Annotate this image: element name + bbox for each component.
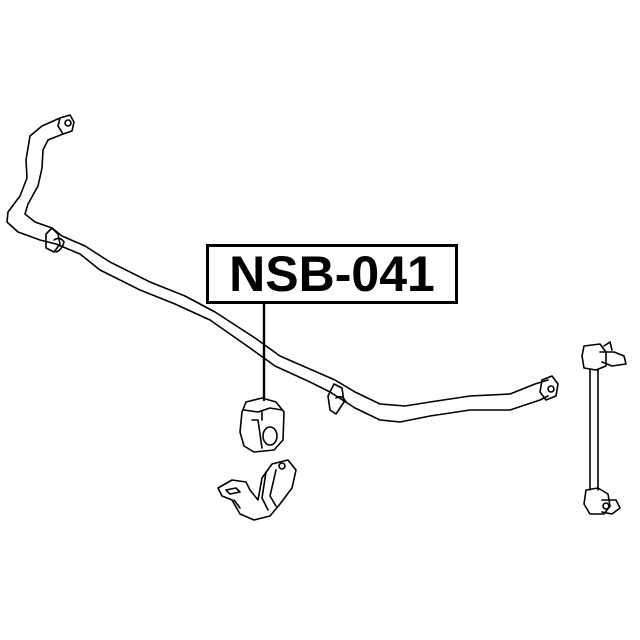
- part-number-label: NSB-041: [206, 244, 458, 304]
- stabilizer-bushing: [239, 397, 285, 453]
- stabilizer-link: [581, 341, 627, 515]
- stabilizer-bar: [6, 114, 559, 423]
- bushing-bracket: [217, 459, 297, 521]
